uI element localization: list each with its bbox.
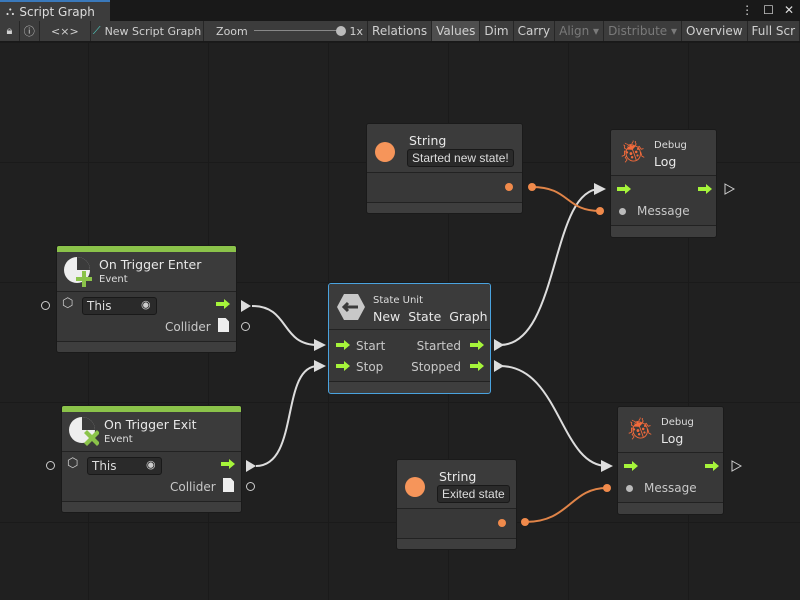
flow-out-port[interactable] [241,300,251,312]
start-arrow-icon[interactable] [336,340,350,350]
fullscreen-button[interactable]: Full Scr [748,21,800,41]
string-node-1[interactable]: String [366,123,523,214]
flow-out-arrow-icon[interactable] [221,459,235,469]
flow-out-arrow-icon[interactable] [705,461,719,471]
tab-bar: ⛬ Script Graph ⋮ ☐ ✕ [0,0,800,21]
bug-icon: 🐞︎ [619,140,647,165]
cube-icon: ⬡ [67,456,79,471]
carry-button[interactable]: Carry [514,21,556,41]
string-node-2[interactable]: String [396,459,517,550]
flow-in-arrow-icon[interactable] [624,461,638,471]
string-output-port[interactable] [498,519,506,527]
debug-log-node-1[interactable]: 🐞︎ Debug Log Message [610,129,717,238]
graph-icon: ⟋ [92,24,101,37]
message-port[interactable] [619,208,626,215]
close-icon[interactable]: ✕ [783,3,794,17]
zoom-control: Zoom 1x [204,21,369,41]
hierarchy-icon: ⛬ [6,4,15,18]
debug-log-node-2[interactable]: 🐞︎ Debug Log Message [617,406,724,515]
flow-out-arrow-icon[interactable] [216,299,230,309]
trigger-enter-icon [64,257,92,287]
target-field[interactable]: This [87,457,162,475]
flow-out-arrow-icon[interactable] [698,184,712,194]
graph-name-button[interactable]: ⟋ New Script Graph [91,21,205,41]
string-icon [375,142,395,162]
tab-script-graph[interactable]: ⛬ Script Graph [0,0,110,21]
stop-arrow-icon[interactable] [336,361,350,371]
flow-out-port[interactable] [731,460,742,472]
align-dropdown[interactable]: Align ▾ [555,21,605,41]
lock-icon[interactable]: 🔒︎ [0,21,20,41]
collider-output-port[interactable] [241,322,250,331]
string-value-field[interactable]: Exited state [437,485,510,503]
flow-out-port[interactable] [246,460,256,472]
collider-output-port[interactable] [246,482,255,491]
string-icon [405,477,425,497]
relations-button[interactable]: Relations [368,21,433,41]
flow-out-port[interactable] [724,183,735,195]
flow-in-arrow-icon[interactable] [617,184,631,194]
info-icon[interactable]: ⓘ [20,21,40,41]
target-picker-icon[interactable]: ◉ [146,458,156,471]
trigger-exit-icon [69,417,99,446]
target-input-port[interactable] [46,461,55,470]
string-output-port[interactable] [505,183,513,191]
document-icon [223,478,234,492]
toolbar: 🔒︎ ⓘ <×> ⟋ New Script Graph Zoom 1x Rela… [0,21,800,42]
target-picker-icon[interactable]: ◉ [141,298,151,311]
on-trigger-enter-node[interactable]: On Trigger Enter Event ⬡ This ◉ Collider [56,245,237,353]
document-icon [218,318,229,332]
state-unit-icon [337,294,365,320]
stopped-arrow-icon[interactable] [470,361,484,371]
cube-icon: ⬡ [62,296,74,311]
bug-icon: 🐞︎ [626,417,654,442]
dim-button[interactable]: Dim [480,21,514,41]
on-trigger-exit-node[interactable]: On Trigger Exit Event ⬡ This ◉ Collider [61,405,242,513]
zoom-slider-handle[interactable] [335,26,346,36]
target-input-port[interactable] [41,301,50,310]
distribute-dropdown[interactable]: Distribute ▾ [604,21,683,41]
code-button[interactable]: <×> [40,21,92,41]
state-unit-node[interactable]: State Unit New State Graph Start Stop St… [328,283,491,394]
kebab-icon[interactable]: ⋮ [741,3,754,17]
started-port[interactable] [494,339,504,351]
maximize-icon[interactable]: ☐ [763,3,774,17]
zoom-slider[interactable] [253,26,346,36]
overview-button[interactable]: Overview [682,21,748,41]
started-arrow-icon[interactable] [470,340,484,350]
stopped-port[interactable] [494,360,504,372]
string-value-field[interactable]: Started new state! [407,149,514,167]
message-port[interactable] [626,485,633,492]
target-field[interactable]: This [82,297,157,315]
values-button[interactable]: Values [432,21,481,41]
